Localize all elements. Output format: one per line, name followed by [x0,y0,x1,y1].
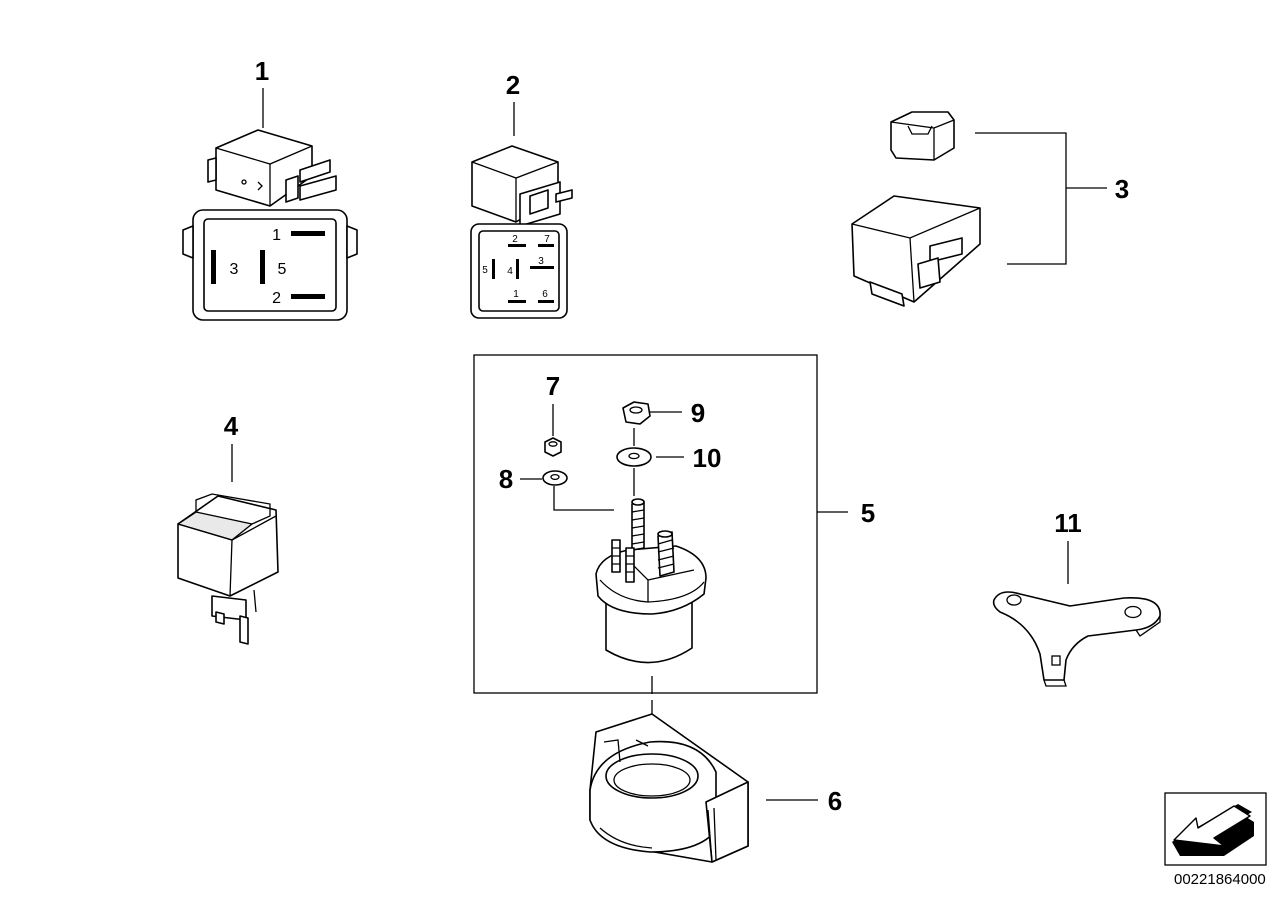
callout-9[interactable]: 9 [691,398,705,428]
relay-holder-icon [589,713,749,863]
part-3-flasher-relay[interactable]: 3 [851,111,1129,307]
callout-7[interactable]: 7 [546,371,560,401]
callout-2[interactable]: 2 [506,70,520,100]
pin-label-1: 1 [272,227,281,244]
callout-11[interactable]: 11 [1054,508,1082,538]
part-5-starter-relay-assembly[interactable]: 5 7 8 9 10 [473,354,875,800]
relay-2-body-icon [471,145,573,227]
callout-6[interactable]: 6 [828,786,842,816]
pin-label-3: 3 [538,256,544,267]
small-washer-icon [542,470,568,486]
pin-label-2: 2 [512,234,518,245]
pin-label-2: 2 [272,290,281,307]
pin-label-7: 7 [544,234,550,245]
part-2-relay[interactable]: 2 2 7 5 4 3 1 6 [470,70,573,319]
callout-1[interactable]: 1 [255,56,269,86]
pin-label-4: 4 [507,266,513,277]
pin-label-5: 5 [278,261,287,278]
leader-bracket-3 [975,132,1107,265]
orientation-symbol [1164,792,1267,866]
starter-relay-icon [595,498,707,664]
leader-line-8b [553,486,614,511]
relay-2-pinout-icon: 2 7 5 4 3 1 6 [470,223,568,319]
relay-1-pinout-icon: 1 2 3 5 [182,209,358,321]
pin-label-1: 1 [513,289,519,300]
flasher-relay-icon [851,195,981,307]
relay-cap-icon [890,111,955,161]
assembly-frame [473,354,818,694]
part-4-relay[interactable]: 4 [177,411,279,645]
pin-label-5: 5 [482,265,488,276]
part-6-holder[interactable]: 6 [589,713,842,863]
callout-4[interactable]: 4 [224,411,239,441]
orientation-arrow-icon [1172,804,1254,856]
part-11-bracket[interactable]: 11 [992,508,1161,687]
large-washer-icon [616,447,652,467]
document-id: 00221864000 [1174,871,1266,888]
relay-4-body-icon [177,493,279,645]
part-1-relay[interactable]: 1 1 2 3 5 [182,56,358,321]
orientation-frame [1164,792,1267,866]
pin-label-3: 3 [230,261,239,278]
bracket-icon [992,591,1161,687]
pin-label-6: 6 [542,289,548,300]
callout-10[interactable]: 10 [693,443,722,473]
callout-3[interactable]: 3 [1115,174,1129,204]
small-nut-icon [544,437,562,457]
relay-1-body-icon [207,129,337,207]
large-nut-icon [622,401,651,425]
callout-8[interactable]: 8 [499,464,513,494]
callout-5[interactable]: 5 [861,498,875,528]
